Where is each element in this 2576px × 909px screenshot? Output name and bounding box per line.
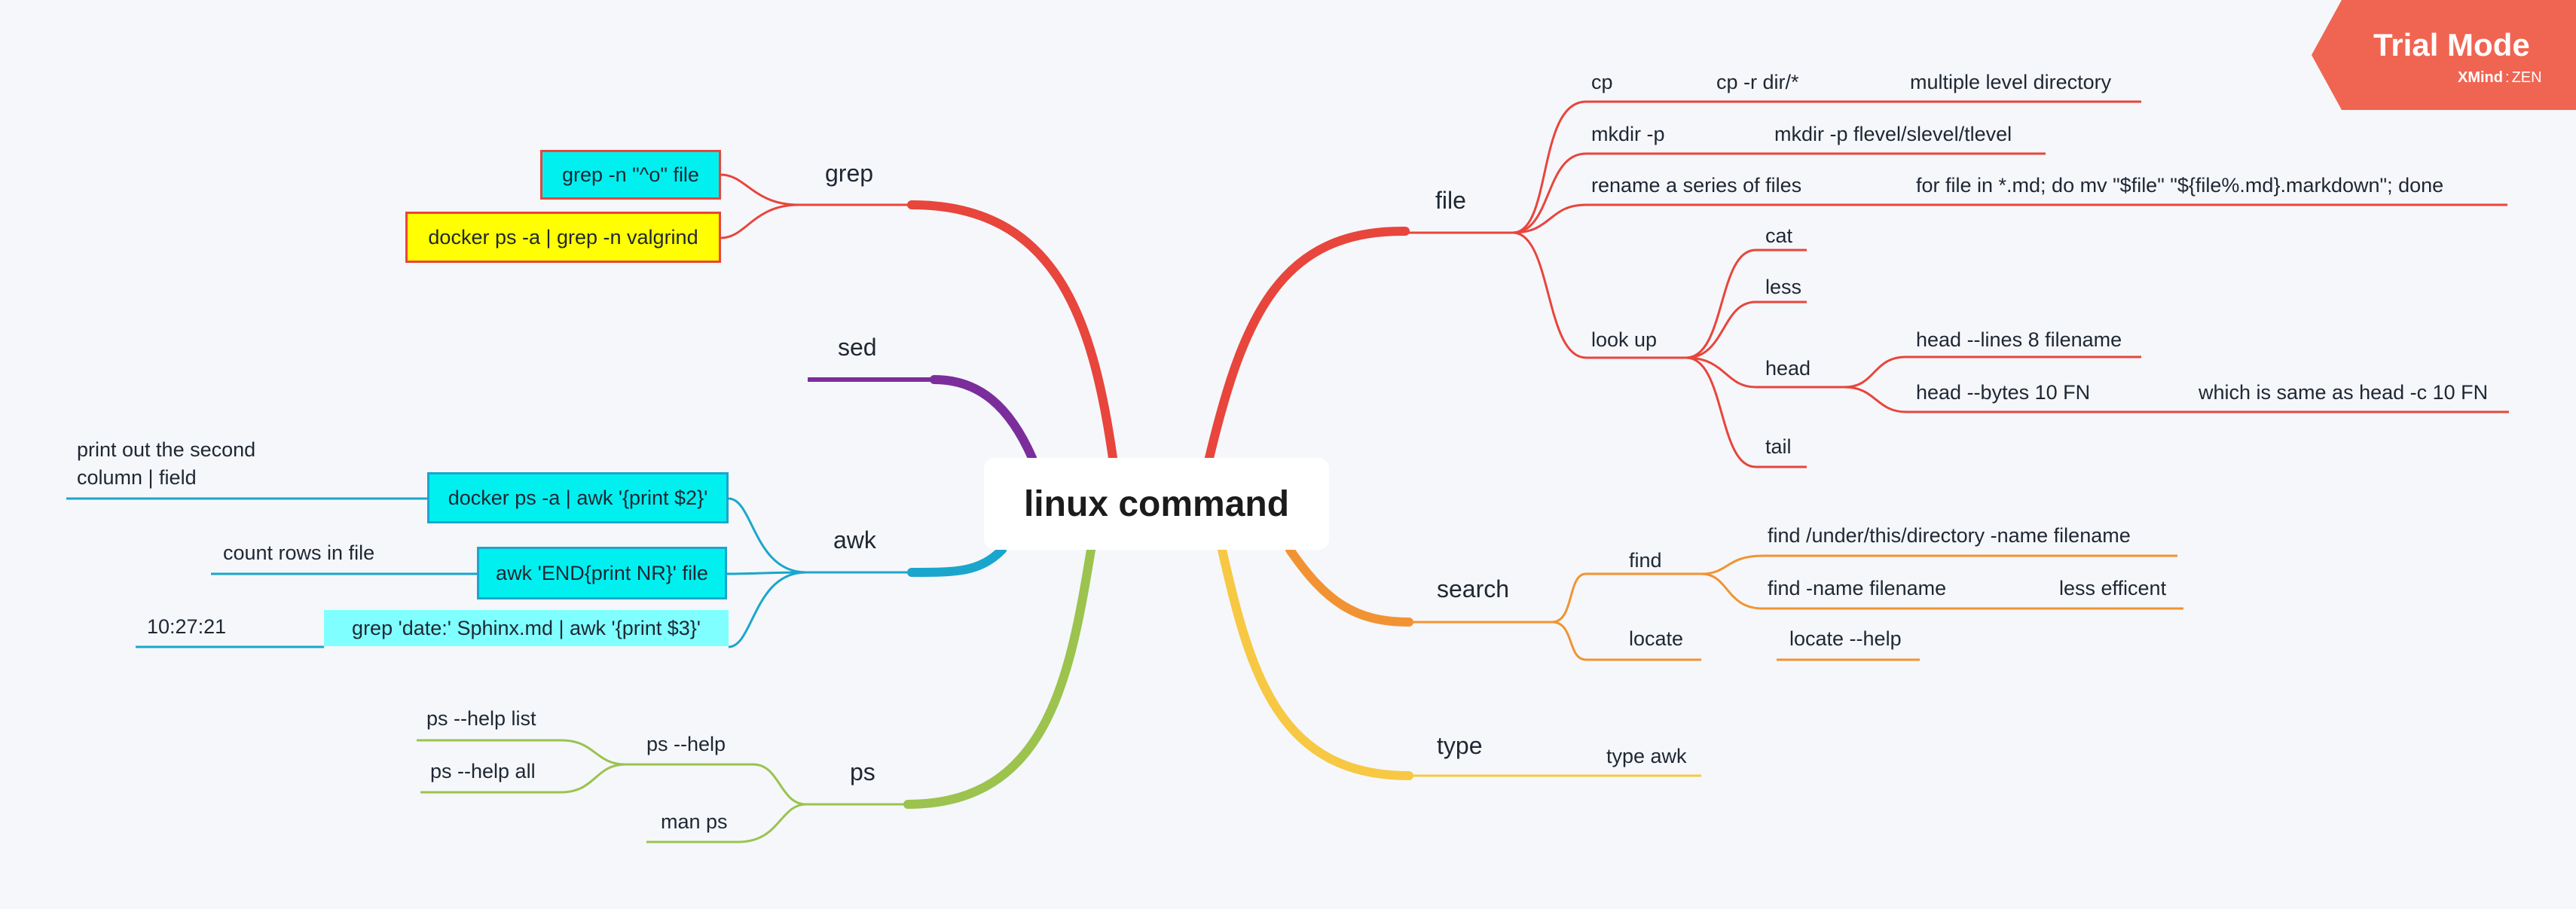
link-root-awk bbox=[907, 545, 1007, 577]
topic-head-lines[interactable]: head --lines 8 filename bbox=[1916, 328, 2122, 351]
topic-search[interactable]: search bbox=[1437, 575, 1510, 602]
topic-awk-end-note[interactable]: count rows in file bbox=[223, 541, 375, 564]
link-root-sed bbox=[930, 375, 1037, 462]
topic-cp-r[interactable]: cp -r dir/* bbox=[1716, 71, 1799, 93]
topic-mkdir-child[interactable]: mkdir -p flevel/slevel/tlevel bbox=[1774, 123, 2012, 145]
topic-grep[interactable]: grep bbox=[825, 160, 874, 187]
topic-type[interactable]: type bbox=[1437, 732, 1483, 759]
link-root-ps bbox=[903, 545, 1095, 809]
topic-cp-note[interactable]: multiple level directory bbox=[1910, 71, 2112, 93]
topic-rename[interactable]: rename a series of files bbox=[1591, 174, 1802, 197]
edition-label: ZEN bbox=[2511, 69, 2542, 86]
topic-type-awk[interactable]: type awk bbox=[1606, 745, 1687, 767]
topic-locate-help[interactable]: locate --help bbox=[1789, 627, 1902, 650]
topic-ps-help[interactable]: ps --help bbox=[646, 733, 726, 755]
topic-mkdir[interactable]: mkdir -p bbox=[1591, 123, 1665, 145]
topic-sed[interactable]: sed bbox=[838, 334, 877, 361]
topic-tail[interactable]: tail bbox=[1765, 435, 1792, 458]
link-root-type bbox=[1218, 545, 1413, 780]
topic-awk[interactable]: awk bbox=[833, 526, 876, 554]
topic-look-up[interactable]: look up bbox=[1591, 328, 1658, 351]
topic-locate[interactable]: locate bbox=[1629, 627, 1684, 650]
topic-less[interactable]: less bbox=[1765, 276, 1802, 298]
topic-awk-print2-note-line2[interactable]: column | field bbox=[77, 466, 197, 489]
topic-ps-help-list[interactable]: ps --help list bbox=[426, 707, 536, 730]
topic-awk-date[interactable]: grep 'date:' Sphinx.md | awk '{print $3}… bbox=[324, 610, 729, 646]
link-root-file bbox=[1205, 226, 1410, 462]
topic-find[interactable]: find bbox=[1629, 549, 1662, 572]
xmind-zen-label: XMind:ZEN bbox=[2458, 69, 2542, 87]
topic-head[interactable]: head bbox=[1765, 357, 1811, 380]
topic-find-dir[interactable]: find /under/this/directory -name filenam… bbox=[1768, 524, 2131, 547]
topic-rename-loop[interactable]: for file in *.md; do mv "$file" "${file%… bbox=[1916, 174, 2444, 197]
topic-file[interactable]: file bbox=[1435, 187, 1466, 214]
topic-find-name[interactable]: find -name filename bbox=[1768, 577, 1947, 599]
topic-find-name-note[interactable]: less efficent bbox=[2059, 577, 2167, 599]
topic-awk-date-note[interactable]: 10:27:21 bbox=[147, 615, 227, 638]
topic-awk-print2-note-line1[interactable]: print out the second bbox=[77, 438, 256, 461]
trial-badge-shape bbox=[2312, 0, 2576, 110]
topic-head-bytes-note[interactable]: which is same as head -c 10 FN bbox=[2199, 381, 2489, 404]
root-topic[interactable]: linux command bbox=[984, 458, 1329, 550]
link-root-grep bbox=[907, 200, 1117, 462]
topic-head-bytes[interactable]: head --bytes 10 FN bbox=[1916, 381, 2091, 404]
brand-label: XMind bbox=[2458, 69, 2503, 86]
topic-man-ps[interactable]: man ps bbox=[661, 810, 728, 833]
brand-separator-icon: : bbox=[2505, 69, 2510, 86]
topic-grep-n[interactable]: grep -n "^o" file bbox=[540, 150, 721, 200]
topic-ps-help-all[interactable]: ps --help all bbox=[430, 760, 536, 782]
topic-ps[interactable]: ps bbox=[850, 758, 875, 785]
topic-cp[interactable]: cp bbox=[1591, 71, 1613, 93]
topic-grep-docker[interactable]: docker ps -a | grep -n valgrind bbox=[405, 212, 721, 263]
trial-mode-label: Trial Mode bbox=[2373, 27, 2530, 63]
link-root-search bbox=[1285, 545, 1413, 627]
topic-awk-print2[interactable]: docker ps -a | awk '{print $2}' bbox=[427, 472, 729, 523]
topic-cat[interactable]: cat bbox=[1765, 224, 1793, 247]
topic-awk-end[interactable]: awk 'END{print NR}' file bbox=[477, 547, 727, 599]
